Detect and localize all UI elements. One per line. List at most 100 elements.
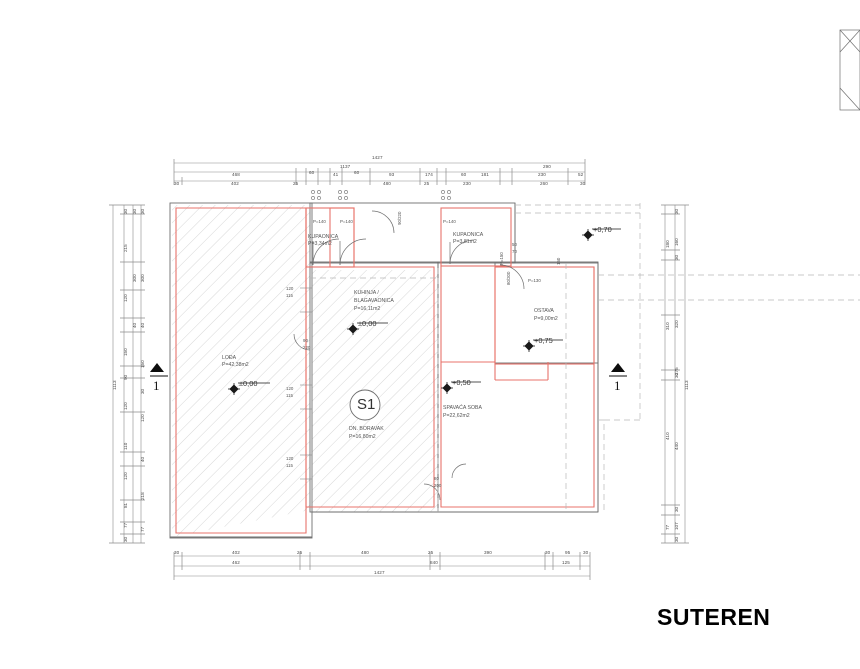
dim-left-outer-7: 120 (123, 402, 128, 410)
dim-right-outer-7: 30 (674, 506, 679, 512)
room-label-boravak-area: P=16,80m2 (349, 434, 376, 440)
dim-bottom-fine-2: 402 (232, 550, 240, 555)
dim-bottom-mid-2: 840 (430, 560, 438, 565)
section-marker-right-label: 1 (614, 378, 621, 393)
level-marker-ostava: +0,75 (534, 336, 553, 345)
dim-right-outer-3: 30 (674, 254, 679, 260)
apartment-marker-circle (349, 389, 381, 421)
dim-right-inner-3: 275 (674, 367, 679, 375)
dim-top-major-1: 1137 (340, 164, 351, 169)
dim-left-inner-4: 300 (140, 274, 145, 282)
dim-left-total: 1113 (112, 380, 117, 390)
dim-top-mid-2: 60 (309, 170, 315, 175)
opening-w2-height: 220 (303, 345, 311, 350)
level-marker-kuhinja: ±0,00 (358, 319, 377, 328)
window-symbols-top (311, 190, 451, 200)
opening-ticks-left (300, 287, 312, 480)
opening-label-top-3: P=140 (443, 219, 456, 224)
dim-top-mid-10: 52 (578, 172, 584, 177)
opening-w3-width: 120 (286, 386, 294, 391)
dim-right-inner-1: 160 (674, 238, 679, 246)
dim-left-outer-3: 120 (123, 294, 128, 302)
dim-left-inner-9: 30 (140, 388, 145, 394)
room-label-kupaonica1-name: KUPAONICA (308, 234, 339, 240)
opening-r1-width: 50 (512, 242, 517, 247)
dim-top-mid-9: 230 (538, 172, 546, 177)
room-label-kupaonica2-area: P=3,81m2 (453, 239, 477, 245)
dim-right-inner-5: 107 (674, 522, 679, 530)
dim-top-fine-6: 230 (463, 181, 471, 186)
dim-right-outer-2: 180 (665, 240, 670, 248)
dim-left-inner-7: 150 (140, 360, 145, 368)
room-label-loda-area: P=42,38m2 (222, 362, 249, 368)
loda-hatch (172, 205, 310, 537)
dim-left-inner-5: 40 (140, 322, 145, 328)
dim-bottom-fine-9: 30 (583, 550, 589, 555)
apartment-marker-label: S1 (357, 396, 376, 413)
dim-top-mid-4: 60 (354, 170, 360, 175)
dim-right-total: 1113 (684, 380, 689, 390)
dim-left-outer-9: 120 (123, 472, 128, 480)
room-label-ostava-area: P=9,00m2 (534, 316, 558, 322)
dim-bottom-fine-1: 30 (174, 550, 180, 555)
dim-right-inner-2: 320 (674, 320, 679, 328)
room-label-loda-name: LOĐA (222, 355, 237, 361)
door-swings (293, 210, 525, 501)
dim-left-inner-10: 120 (140, 414, 145, 422)
dim-top-mid-1: 468 (232, 172, 240, 177)
detail-fragment-topright (839, 29, 860, 111)
level-marker-loda: ±0,00 (239, 379, 258, 388)
opening-w4-width: 120 (286, 456, 294, 461)
opening-w3-height: 115 (286, 393, 293, 398)
dashed-construction-lines (310, 203, 860, 512)
dim-top-fine-1: 30 (174, 181, 180, 186)
dim-left-outer-1: 30 (123, 208, 128, 214)
boravak-hatch (312, 270, 438, 512)
dim-left-inner-3: 300 (132, 274, 137, 282)
dim-chain-top (173, 159, 586, 185)
dim-bottom-fine-8: 95 (565, 550, 571, 555)
level-marker-spavaca: +0,50 (452, 378, 471, 387)
dim-top-fine-7: 260 (540, 181, 548, 186)
opening-v4-label: 90/220 (397, 211, 402, 225)
dim-bottom-fine-7: 30 (545, 550, 551, 555)
level-marker-teren: +0,70 (593, 225, 612, 234)
page-title: SUTEREN (657, 604, 771, 630)
dim-chain-right (661, 204, 689, 544)
dim-left-inner-12: 40 (140, 456, 145, 462)
dim-bottom-fine-3: 25 (297, 550, 303, 555)
dim-left-inner-17: 77 (140, 526, 145, 532)
dim-left-outer-6: 90 (123, 374, 128, 380)
room-label-kupaonica2-name: KUPAONICA (453, 232, 484, 238)
dim-right-outer-6: 410 (665, 432, 670, 440)
dim-left-inner-1: 30 (132, 208, 137, 214)
section-marker-symbols (150, 363, 627, 377)
dim-right-outer-1: 30 (674, 208, 679, 214)
opening-v1-label: P=150 (499, 252, 504, 265)
dim-top-mid-8: 181 (481, 172, 489, 177)
dim-left-outer-12: 30 (123, 536, 128, 542)
dim-top-mid-5: 93 (389, 172, 395, 177)
opening-label-ostava: P=130 (528, 278, 541, 283)
dim-top-fine-5: 25 (424, 181, 430, 186)
dim-left-outer-10: 81 (123, 502, 128, 508)
opening-v3-label: 80/200 (506, 271, 511, 285)
dim-right-outer-9: 30 (674, 536, 679, 542)
dim-top-fine-8: 30 (580, 181, 586, 186)
dim-top-mid-7: 60 (461, 172, 467, 177)
section-marker-left-label: 1 (153, 378, 160, 393)
opening-r1-height: 70 (512, 249, 517, 254)
dim-bottom-fine-5: 25 (428, 550, 434, 555)
room-label-ostava-name: OSTAVA (534, 308, 554, 314)
dim-left-outer-8: 110 (123, 442, 128, 450)
dim-top-total: 1427 (372, 155, 383, 160)
room-label-spavaca-name: SPAVAĆA SOBA (443, 405, 482, 411)
room-label-kupaonica1-area: P=3,34m2 (308, 241, 332, 247)
inner-walls-red (175, 207, 595, 534)
opening-v2-label: 150 (556, 257, 561, 265)
dim-top-mid-3: 41 (333, 172, 339, 177)
room-label-kuhinja-area: P=16,11m2 (354, 306, 381, 312)
dim-bottom-mid-1: 462 (232, 560, 240, 565)
